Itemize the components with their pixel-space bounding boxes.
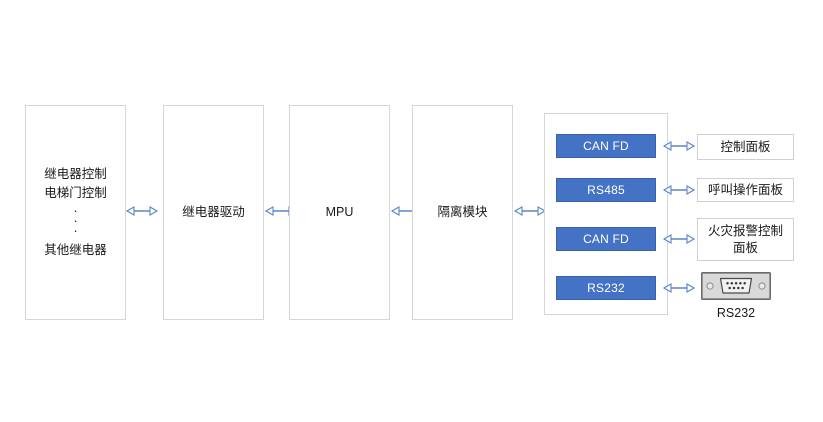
relay-control-line-2: 电梯门控制 [44,185,107,200]
peripheral-fire-alarm-control-panel-label: 火灾报警控制面板 [707,224,783,255]
chip-can-fd-2-label: CAN FD [583,232,629,246]
peripheral-call-operation-panel-label: 呼叫操作面板 [707,182,783,197]
chip-rs232[interactable]: RS232 [556,276,656,300]
relay-control-line-tail: 其他继电器 [44,243,107,258]
relay-driver-label: 继电器驱动 [182,205,245,220]
arrow-rs232-to-db9-connector [655,281,703,295]
ellipsis-dot-2: · [73,212,78,228]
block-mpu[interactable]: MPU [289,105,390,320]
block-relay-driver[interactable]: 继电器驱动 [163,105,264,320]
ellipsis-dot-3: · [73,222,78,238]
block-relay-control[interactable]: 继电器控制 电梯门控制 · · · 其他继电器 [25,105,126,320]
arrow-rs485-to-call-operation-panel [655,183,703,197]
chip-can-fd-2[interactable]: CAN FD [556,227,656,251]
arrow-can-fd-1-to-control-panel [655,139,703,153]
peripheral-call-operation-panel[interactable]: 呼叫操作面板 [697,178,794,202]
ellipsis-dot-1: · [73,202,78,218]
relay-control-text: 继电器控制 电梯门控制 · · · 其他继电器 [44,165,107,260]
isolation-module-label: 隔离模块 [437,205,488,220]
mpu-label: MPU [325,205,354,220]
relay-control-ellipsis: · · · [73,203,77,241]
arrow-isolation-module-to-interface-panel [506,204,554,218]
chip-rs485-label: RS485 [587,183,625,197]
chip-rs485[interactable]: RS485 [556,178,656,202]
relay-control-line-1: 继电器控制 [44,167,107,182]
chip-rs232-label: RS232 [587,281,625,295]
chip-can-fd-1[interactable]: CAN FD [556,134,656,158]
arrow-relay-control-to-relay-driver [118,204,166,218]
db9-connector-caption: RS232 [716,306,756,320]
peripheral-control-panel-label: 控制面板 [720,139,771,154]
peripheral-control-panel[interactable]: 控制面板 [697,134,794,160]
arrow-can-fd-2-to-fire-alarm-control-panel [655,232,703,246]
chip-can-fd-1-label: CAN FD [583,139,629,153]
peripheral-fire-alarm-control-panel[interactable]: 火灾报警控制面板 [697,218,794,261]
block-isolation-module[interactable]: 隔离模块 [412,105,513,320]
db9-connector-icon [701,272,771,300]
